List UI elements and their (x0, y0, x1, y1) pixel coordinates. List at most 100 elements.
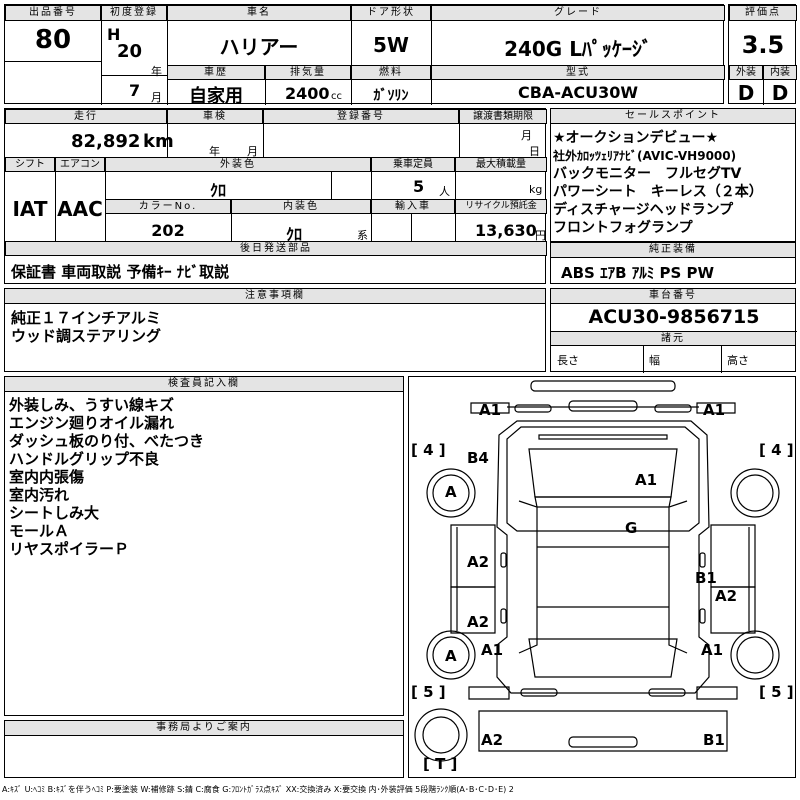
era: H (107, 25, 121, 44)
insp-month-unit: 月 (247, 145, 258, 158)
tire-fr: [ 4 ] (759, 441, 794, 459)
chassis-label: 車台番号 (551, 289, 795, 304)
inspector-item: エンジン廻りオイル漏れ (9, 414, 175, 432)
mark-rear-fender-l: A1 (481, 641, 504, 659)
model-label: 型式 (431, 65, 725, 80)
shift-value: IAT (12, 197, 48, 221)
dims-length: 長さ (557, 354, 579, 367)
dims-label: 諸元 (550, 331, 796, 346)
chassis-number: ACU30-9856715 (588, 306, 760, 328)
month-unit: 月 (151, 91, 162, 104)
model-value: CBA-ACU30W (518, 83, 638, 102)
transfer-day-unit: 日 (529, 145, 540, 158)
int-score: D (771, 81, 789, 105)
sales-item: 社外ｶﾛｯﾂｪﾘｱﾅﾋﾞ(AVIC-VH9000) (553, 149, 737, 163)
inspector-item: シートしみ大 (9, 504, 100, 522)
tire-rr: [ 5 ] (759, 683, 794, 701)
mark-wheel-fl: A (445, 483, 457, 501)
history-value: 自家用 (189, 86, 243, 107)
sales-item: バックモニター フルセグTV (553, 166, 742, 182)
load-label: 最大積載量 (455, 157, 547, 172)
mileage-label: 走行 (5, 109, 167, 124)
mileage-unit: km (143, 131, 174, 152)
transfer-label: 譲渡書類期限 (459, 109, 547, 124)
later-value: 保証書 車両取説 予備ｷｰ ﾅﾋﾞ取説 (11, 263, 230, 281)
office-label: 事務局よりご案内 (5, 721, 403, 736)
car-name: ハリアー (219, 35, 299, 59)
color-label: 外装色 (105, 157, 371, 172)
top-block: 出品番号 80 初度登録 H 20 年 7 月 車名 ハリアー ドア形状 5W … (4, 4, 725, 107)
recycle-unit: 円 (535, 229, 546, 242)
tire-fl: [ 4 ] (411, 441, 446, 459)
transfer-month-unit: 月 (521, 129, 532, 142)
inspector-block: 検査員記入欄 外装しみ、うすい線キズ エンジン廻りオイル漏れ ダッシュ板のり付、… (4, 376, 404, 716)
capacity-label: 乗車定員 (371, 157, 455, 172)
mark-front-bumper-l: A1 (479, 401, 502, 419)
history-label: 車歴 (167, 65, 265, 80)
ext-label: 外装 (729, 65, 763, 80)
inspector-item: モールＡ (9, 522, 70, 540)
color-no-value: 202 (151, 221, 185, 240)
inspector-list: 外装しみ、うすい線キズ エンジン廻りオイル漏れ ダッシュ板のり付、べたつき ハン… (9, 396, 204, 558)
displacement-unit: cc (331, 91, 342, 102)
ac-value: AAC (57, 197, 103, 221)
score-value: 3.5 (741, 31, 785, 59)
inspector-item: ハンドルグリップ不良 (9, 450, 160, 468)
car-diagram-svg (414, 380, 780, 762)
score-label: 評価点 (729, 5, 797, 21)
note-item: ウッド調ステアリング (11, 327, 162, 345)
mark-rear-bumper-l: A2 (481, 731, 504, 749)
reg-year: 20 (117, 41, 143, 62)
mark-roof: G (625, 519, 638, 537)
grade-label: グレード (431, 5, 725, 21)
mark-fender-fl: B4 (467, 449, 489, 467)
mark-door-rl: A2 (467, 613, 490, 631)
reg-month: 7 (129, 81, 141, 100)
inspector-item: ダッシュ板のり付、べたつき (9, 432, 205, 450)
inspection-label: 車検 (167, 109, 263, 124)
sales-item: ★オークションデビュー★ (553, 130, 719, 146)
mark-rear-bumper-r: B1 (703, 731, 725, 749)
notes-label: 注意事項欄 (5, 289, 545, 304)
displacement-value: 2400 (285, 84, 330, 103)
sales-item: フロントフォグランプ (553, 220, 693, 236)
lot-number: 80 (34, 25, 72, 55)
fuel-value: ｶﾞｿﾘﾝ (373, 88, 409, 104)
ext-score: D (737, 81, 755, 105)
tire-rl: [ 5 ] (411, 683, 446, 701)
mark-door-fr: B1 (695, 569, 717, 587)
first-reg-label: 初度登録 (101, 5, 167, 21)
sales-label: セールスポイント (551, 109, 795, 124)
tire-spare: [ T ] (423, 755, 458, 773)
load-unit: kg (529, 183, 543, 196)
color-value: ｸﾛ (209, 181, 226, 200)
capacity-value: 5 (413, 177, 425, 196)
office-block: 事務局よりご案内 (4, 720, 404, 778)
color-no-label: カラーNo. (105, 199, 231, 214)
dims-height: 高さ (727, 354, 749, 367)
mark-front-bumper-r: A1 (703, 401, 726, 419)
spec-block: 走行 車検 登録番号 譲渡書類期限 82,892 km 年 月 月 日 シフト … (4, 108, 547, 284)
later-label: 後日発送部品 (5, 241, 547, 256)
sales-block: セールスポイント ★オークションデビュー★ 社外ｶﾛｯﾂｪﾘｱﾅﾋﾞ(AVIC-… (550, 108, 796, 242)
mark-wheel-rl: A (445, 647, 457, 665)
inspector-item: 室内汚れ (9, 486, 70, 504)
mark-door-fl: A2 (467, 553, 490, 571)
door-label: ドア形状 (351, 5, 431, 21)
recycle-label: リサイクル預託金 (455, 199, 547, 214)
interior-color-value: ｸﾛ (285, 225, 302, 244)
mark-door-rr: A2 (715, 587, 738, 605)
equipment-value: ABS ｴｱB ｱﾙﾐ PS PW (561, 264, 715, 282)
shift-label: シフト (5, 157, 55, 172)
score-block: 評価点 3.5 外装 内装 D D (728, 4, 797, 105)
inspector-item: 外装しみ、うすい線キズ (9, 396, 175, 414)
sales-item: ディスチャージヘッドランプ (553, 202, 734, 218)
recycle-value: 13,630 (475, 221, 537, 240)
lot-label: 出品番号 (5, 5, 101, 21)
equipment-block: 純正装備 ABS ｴｱB ｱﾙﾐ PS PW (550, 242, 796, 284)
year-unit: 年 (151, 65, 162, 78)
inspector-label: 検査員記入欄 (5, 377, 403, 392)
notes-list: 純正１７インチアルミ ウッド調ステアリング (11, 309, 161, 345)
interior-color-label: 内装色 (231, 199, 371, 214)
interior-color-unit: 系 (357, 229, 368, 242)
